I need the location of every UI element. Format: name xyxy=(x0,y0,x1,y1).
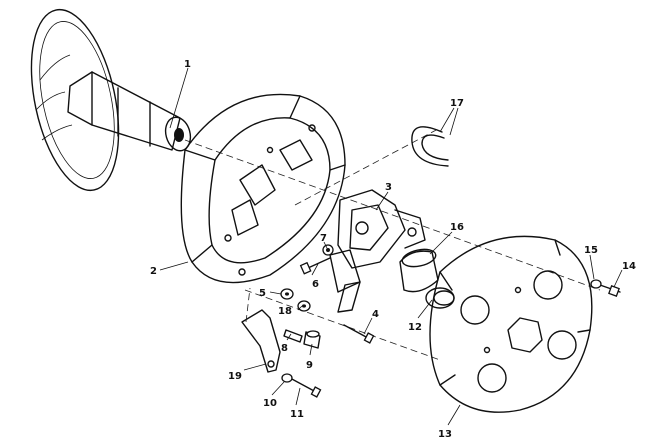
callout-7: 7 xyxy=(320,233,327,244)
callout-9: 9 xyxy=(306,360,313,371)
part-13-cover xyxy=(429,235,593,413)
part-1-sheave-shaft xyxy=(30,8,192,192)
callout-2: 2 xyxy=(150,266,157,277)
part-18-washer xyxy=(297,300,311,312)
callout-18: 18 xyxy=(278,306,292,317)
part-3-spider-assembly xyxy=(329,189,426,313)
callout-1: 1 xyxy=(184,59,191,70)
callout-labels: 1 2 3 4 5 6 7 8 9 10 11 12 13 14 15 16 1… xyxy=(150,59,636,440)
part-8-pin xyxy=(283,329,303,343)
assembly-centerline xyxy=(184,127,601,361)
callout-10: 10 xyxy=(263,398,277,409)
part-10-washer xyxy=(281,373,293,383)
part-14-bolt xyxy=(599,284,621,297)
part-11-bolt xyxy=(289,377,322,398)
callout-6: 6 xyxy=(312,279,319,290)
callout-4: 4 xyxy=(372,309,379,320)
callout-19: 19 xyxy=(228,371,242,382)
part-17-snap-ring xyxy=(411,126,449,167)
callout-5: 5 xyxy=(259,288,266,299)
part-6-bolt xyxy=(299,257,331,275)
callout-13: 13 xyxy=(438,429,452,440)
callout-14: 14 xyxy=(622,261,636,272)
leader-lines xyxy=(159,67,623,426)
part-15-washer xyxy=(590,279,602,289)
part-4-bolt xyxy=(343,324,375,344)
callout-15: 15 xyxy=(584,245,598,256)
callout-17: 17 xyxy=(450,98,464,109)
callout-11: 11 xyxy=(290,409,304,420)
callout-3: 3 xyxy=(385,182,392,193)
part-12-spring xyxy=(425,287,455,309)
part-16-bushing xyxy=(399,248,439,293)
part-9-bushing xyxy=(303,330,321,349)
callout-12: 12 xyxy=(408,322,422,333)
part-19-bracket xyxy=(241,287,281,373)
callout-8: 8 xyxy=(281,343,288,354)
part-5-washer xyxy=(280,288,294,300)
part-7-nut xyxy=(322,244,334,256)
callout-16: 16 xyxy=(450,222,464,233)
part-2-clutch-housing xyxy=(180,93,346,284)
